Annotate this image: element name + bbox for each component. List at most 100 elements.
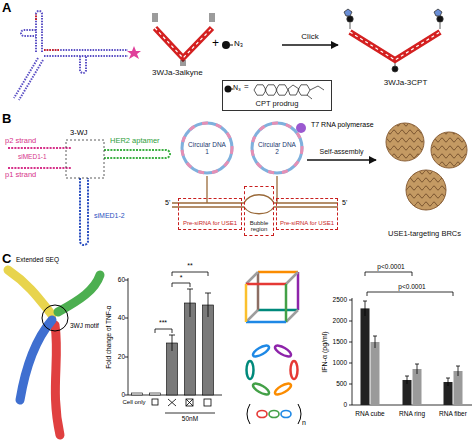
bar <box>150 393 161 395</box>
bubble-label: Bubble region <box>247 220 271 233</box>
azide-symbol <box>222 41 230 49</box>
brc-label: USE1-targeting BRCs <box>388 230 461 238</box>
error-bar <box>169 289 211 351</box>
cpt-icon <box>344 9 352 16</box>
sample-icon <box>186 399 193 406</box>
rna-structure <box>21 30 36 36</box>
sample-icon <box>168 399 176 406</box>
sirna-name: siMED1-1 <box>18 153 47 160</box>
panel-letter: B <box>2 112 11 126</box>
part-name: 3WJ motif <box>70 322 99 329</box>
chart-axes <box>349 384 352 385</box>
significance-bracket <box>365 272 412 276</box>
category-label: RNA ring <box>399 410 425 417</box>
cpt-icon <box>437 16 443 22</box>
alkyne-group <box>157 13 158 22</box>
prodrug-label: CPT prodrug <box>256 100 299 108</box>
error-bar <box>363 301 460 386</box>
azide-symbol <box>231 89 233 90</box>
significance-bracket <box>172 272 208 276</box>
junction-box <box>66 140 104 178</box>
chart-axes <box>125 395 128 396</box>
cpt-icon <box>347 16 353 22</box>
cpt-molecule <box>254 85 324 99</box>
significance-mark: ** <box>187 262 192 270</box>
circle-label: Circular DNA 2 <box>258 141 296 155</box>
rna-cube <box>258 309 298 312</box>
significance-mark: *** <box>159 319 167 327</box>
rna-helix <box>350 32 440 60</box>
sample-icon <box>152 399 158 405</box>
tick-label: 1000 <box>333 359 347 366</box>
rna-fiber <box>257 411 267 418</box>
rna-helix <box>350 32 440 60</box>
circle-outline <box>252 123 302 173</box>
cpt-icon <box>344 9 443 72</box>
bar <box>361 308 370 405</box>
tick-label: 1500 <box>333 338 347 345</box>
rna-3d-model <box>8 270 100 435</box>
azide-symbol <box>222 41 233 93</box>
rna-fiber <box>269 411 279 418</box>
error-bar <box>456 366 460 376</box>
error-bar <box>187 289 193 317</box>
rna-ring <box>251 343 270 358</box>
category-label: RNA cube <box>355 410 384 417</box>
significance-bracket <box>172 283 190 287</box>
rna-ring <box>273 381 292 396</box>
alkyne-group <box>214 13 215 22</box>
cpt-icon <box>395 63 396 66</box>
circle-outline <box>182 123 232 173</box>
cpt-icon <box>434 9 442 16</box>
rna-ring <box>273 343 292 358</box>
axis-title: Fold change of TNF-α <box>105 305 112 368</box>
tick-label: 2500 <box>333 296 347 303</box>
end-mark: 5' <box>165 199 170 207</box>
cpt-molecule <box>276 85 288 95</box>
bubble-box: Bubble region <box>244 186 274 236</box>
significance-bracket <box>155 329 172 333</box>
chart-axes <box>349 342 352 343</box>
rna-cube <box>257 272 260 310</box>
plus-sign: + <box>212 37 219 50</box>
rna-highlight <box>36 14 60 50</box>
error-bar <box>205 293 211 317</box>
circle-outline <box>182 123 232 173</box>
strand-lines <box>104 150 170 158</box>
chart-axes <box>125 280 128 281</box>
concentration-label: 50nM <box>182 415 198 422</box>
rna-cube <box>297 272 300 310</box>
rna-cube <box>285 284 288 322</box>
alkyne-group <box>185 60 186 66</box>
dsrna-strand <box>172 207 338 214</box>
strand-name: p1 strand <box>5 171 36 179</box>
chart-axes <box>125 357 128 358</box>
tick-label: 2000 <box>333 317 347 324</box>
circle-label: Circular DNA 1 <box>188 141 226 155</box>
dsrna-strand <box>172 176 338 214</box>
tick-label: 40 <box>118 314 125 321</box>
azide-symbol <box>230 45 233 46</box>
brc-particles <box>431 132 467 168</box>
rna-ring <box>247 343 298 396</box>
significance-bracket <box>367 292 453 296</box>
tick-label: 500 <box>336 380 347 387</box>
error-bar <box>169 335 175 351</box>
chart-axes <box>125 278 222 395</box>
tick-label: 0 <box>121 391 125 398</box>
cpt-molecule <box>288 85 299 95</box>
chart-axes <box>352 298 353 405</box>
chart-axes <box>349 298 472 405</box>
rna-helix <box>155 28 212 58</box>
strand-name: p2 strand <box>5 137 36 145</box>
edge-label: Click <box>301 33 318 42</box>
circular-dna: Circular DNA 2 <box>249 120 305 176</box>
cpt-molecule <box>254 85 266 95</box>
panel-letter: A <box>2 1 11 15</box>
sample-icon <box>204 399 211 406</box>
rna-helix <box>350 32 440 60</box>
alkyne-group <box>181 60 182 66</box>
